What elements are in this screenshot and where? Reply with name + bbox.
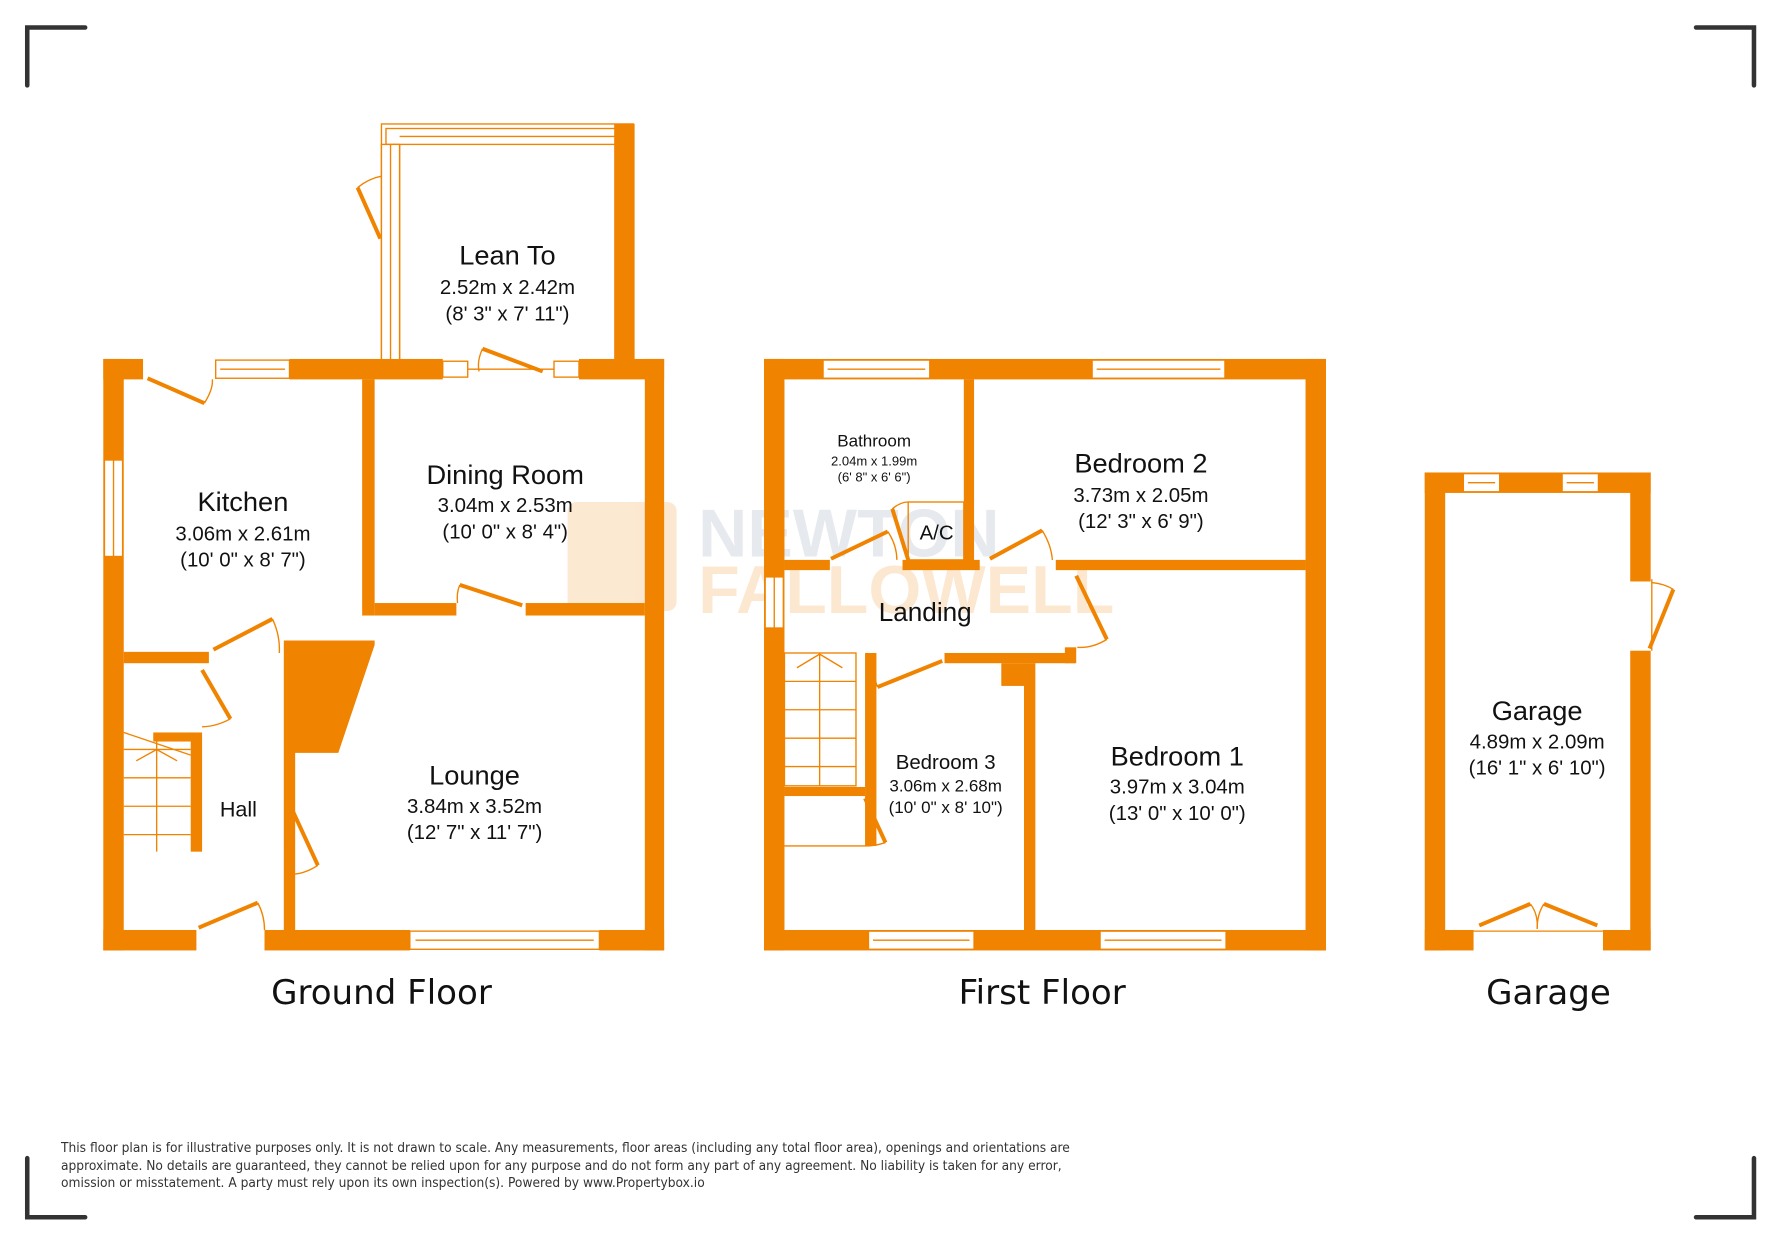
room-dim-imperial-bedroom-2: (12' 3" x 6' 9") xyxy=(1078,511,1204,533)
first-floor-plan: Bathroom 2.04m x 1.99m (6' 8" x 6' 6") B… xyxy=(764,358,1326,1013)
room-dim-imperial-kitchen: (10' 0" x 8' 7") xyxy=(180,550,306,572)
room-name-airing-cupboard: A/C xyxy=(920,522,954,544)
wall-east xyxy=(644,358,665,951)
room-name-dining-room: Dining Room xyxy=(426,459,583,490)
disclaimer-text: This floor plan is for illustrative purp… xyxy=(61,1140,1177,1193)
corner-mark-top-right xyxy=(1693,25,1757,88)
room-dim-imperial-dining-room: (10' 0" x 8' 4") xyxy=(442,521,568,543)
room-name-lounge: Lounge xyxy=(429,760,520,791)
disclaimer-line-1: This floor plan is for illustrative purp… xyxy=(61,1141,1070,1156)
ground-floor-stairs xyxy=(123,731,191,852)
corner-mark-bottom-left xyxy=(24,1155,88,1220)
room-name-garage: Garage xyxy=(1492,695,1583,726)
room-dim-metric-dining-room: 3.04m x 2.53m xyxy=(438,495,573,517)
lounge-door xyxy=(287,803,320,867)
room-dim-imperial-lounge: (12' 7" x 11' 7") xyxy=(407,822,542,844)
room-dim-metric-lounge: 3.84m x 3.52m xyxy=(407,796,542,818)
room-dim-metric-garage: 4.89m x 2.09m xyxy=(1470,731,1605,753)
ground-floor-plan: Lean To 2.52m x 2.42m (8' 3" x 7' 11") K… xyxy=(103,123,665,1013)
room-name-bathroom: Bathroom xyxy=(837,431,911,450)
kitchen-back-door xyxy=(146,376,206,406)
room-dim-metric-bathroom: 2.04m x 1.99m xyxy=(831,454,917,469)
floor-label-ground: Ground Floor xyxy=(271,973,492,1013)
garage-double-door-left xyxy=(1478,902,1532,928)
room-dim-metric-bedroom-3: 3.06m x 2.68m xyxy=(889,776,1002,795)
room-name-kitchen: Kitchen xyxy=(198,486,289,517)
lean-to-side-door xyxy=(355,186,383,240)
corner-mark-top-left xyxy=(24,25,88,88)
room-dim-metric-bedroom-2: 3.73m x 2.05m xyxy=(1073,485,1208,507)
garage-side-door xyxy=(1647,588,1676,650)
room-name-landing: Landing xyxy=(879,597,972,627)
room-name-lean-to: Lean To xyxy=(459,240,555,271)
kitchen-door xyxy=(212,617,274,652)
dining-room-door xyxy=(459,582,523,608)
watermark-text-newton: NEWTON xyxy=(698,495,999,571)
chimney-breast xyxy=(283,640,375,846)
bathroom-door xyxy=(830,529,889,561)
crop-marks xyxy=(24,25,1757,1220)
disclaimer-line-2: approximate. No details are guaranteed, … xyxy=(61,1158,1062,1174)
garage-plan: Garage 4.89m x 2.09m (16' 1" x 6' 10") G… xyxy=(1424,472,1676,1013)
lean-to-door xyxy=(481,346,544,374)
room-dim-imperial-bedroom-3: (10' 0" x 8' 10") xyxy=(889,798,1003,817)
room-name-bedroom-1: Bedroom 1 xyxy=(1111,740,1244,771)
room-dim-imperial-garage: (16' 1" x 6' 10") xyxy=(1469,757,1606,779)
room-dim-imperial-bathroom: (6' 8" x 6' 6") xyxy=(838,470,911,485)
room-dim-imperial-bedroom-1: (13' 0" x 10' 0") xyxy=(1109,803,1246,825)
lean-to-structure xyxy=(355,123,635,370)
room-dim-metric-bedroom-1: 3.97m x 3.04m xyxy=(1110,777,1245,799)
front-door xyxy=(197,900,259,930)
wall-west xyxy=(103,358,124,951)
room-name-bedroom-3: Bedroom 3 xyxy=(896,752,996,774)
room-dim-metric-lean-to: 2.52m x 2.42m xyxy=(440,277,575,299)
room-dim-metric-kitchen: 3.06m x 2.61m xyxy=(175,524,310,546)
room-dim-imperial-lean-to: (8' 3" x 7' 11") xyxy=(445,303,569,325)
airing-cupboard xyxy=(907,501,965,561)
bedroom-2-door xyxy=(988,528,1044,561)
first-floor-stairs xyxy=(783,652,866,847)
room-name-hall: Hall xyxy=(220,796,257,821)
bedroom-3-door xyxy=(876,659,944,689)
room-name-bedroom-2: Bedroom 2 xyxy=(1074,447,1207,478)
disclaimer-line-3: omission or misstatement. A party must r… xyxy=(61,1176,705,1191)
bedroom-3-cupboard-door xyxy=(863,797,888,844)
hall-understairs-door xyxy=(200,669,233,720)
floor-label-garage: Garage xyxy=(1486,973,1611,1013)
bedroom-1-door xyxy=(1074,574,1109,641)
corner-mark-bottom-right xyxy=(1693,1155,1757,1220)
garage-double-door-right xyxy=(1543,902,1599,928)
floor-label-first: First Floor xyxy=(959,973,1126,1013)
